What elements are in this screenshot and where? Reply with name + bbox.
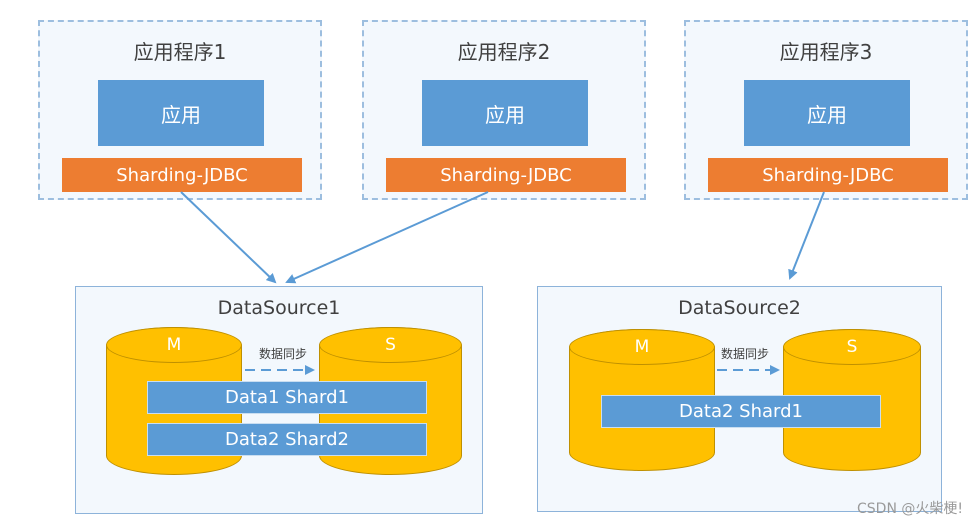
shard-block: Data1 Shard1	[147, 381, 427, 414]
app-core-block: 应用	[744, 80, 910, 146]
app3-to-datasource2-arrow	[788, 191, 825, 280]
datasource-title: DataSource1	[217, 297, 341, 319]
sharding-jdbc-bar: Sharding-JDBC	[62, 158, 302, 192]
app-core-block: 应用	[98, 80, 264, 146]
app2-to-datasource1-arrow	[285, 191, 489, 284]
app-title: 应用程序1	[133, 40, 227, 64]
watermark: CSDN @火柴梗!	[857, 501, 963, 517]
master-label: M	[166, 335, 182, 355]
shard-block: Data2 Shard2	[147, 423, 427, 456]
shard-block: Data2 Shard1	[601, 395, 881, 428]
app-core-block: 应用	[422, 80, 588, 146]
sharding-jdbc-bar: Sharding-JDBC	[708, 158, 948, 192]
datasource-box-1: DataSource1 M S 数据同步 Data1 Shard1 Data2 …	[75, 286, 483, 514]
datasource-title: DataSource2	[678, 297, 801, 319]
cylinder-top	[783, 329, 921, 365]
cylinder-top	[319, 327, 462, 363]
cylinder-top	[106, 327, 242, 363]
sync-label: 数据同步	[721, 347, 770, 361]
app1-to-datasource1-arrow	[180, 191, 277, 284]
app-box-1: 应用程序1 应用 Sharding-JDBC	[38, 20, 322, 200]
sharding-jdbc-bar: Sharding-JDBC	[386, 158, 626, 192]
cylinder-top	[569, 329, 715, 365]
datasource-box-2: DataSource2 M S 数据同步 Data2 Shard1	[537, 286, 942, 512]
sync-label: 数据同步	[259, 347, 308, 361]
master-label: M	[634, 337, 650, 357]
app-title: 应用程序3	[779, 40, 873, 64]
app-box-2: 应用程序2 应用 Sharding-JDBC	[362, 20, 646, 200]
slave-label: S	[846, 337, 858, 357]
app-title: 应用程序2	[457, 40, 551, 64]
app-box-3: 应用程序3 应用 Sharding-JDBC	[684, 20, 968, 200]
slave-label: S	[385, 335, 396, 355]
